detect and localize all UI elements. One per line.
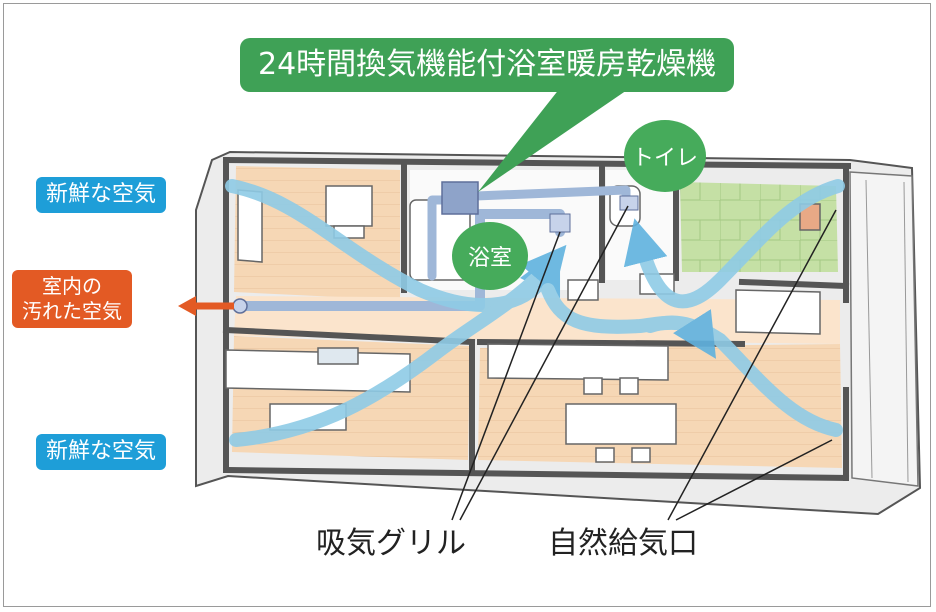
dirty-air-label: 室内の 汚れた空気 bbox=[12, 270, 132, 328]
bathroom-badge: 浴室 bbox=[452, 222, 528, 290]
exhaust-arrow-head bbox=[178, 296, 196, 316]
unit-title-banner: 24時間換気機能付浴室暖房乾燥機 bbox=[240, 38, 734, 92]
fresh-air-label-top: 新鮮な空気 bbox=[36, 177, 166, 213]
bath-dryer-unit bbox=[442, 182, 478, 214]
dirty-air-line1: 室内の bbox=[22, 274, 122, 299]
exhaust-outlet bbox=[233, 299, 247, 313]
dirty-air-line2: 汚れた空気 bbox=[22, 299, 122, 324]
toilet-badge: トイレ bbox=[624, 120, 706, 192]
fresh-air-label-bottom: 新鮮な空気 bbox=[36, 434, 166, 470]
toilet-intake-grille bbox=[620, 196, 638, 210]
bath-intake-grille bbox=[550, 214, 570, 232]
natural-inlet-caption: 自然給気口 bbox=[548, 524, 698, 564]
intake-grille-caption: 吸気グリル bbox=[316, 524, 466, 564]
